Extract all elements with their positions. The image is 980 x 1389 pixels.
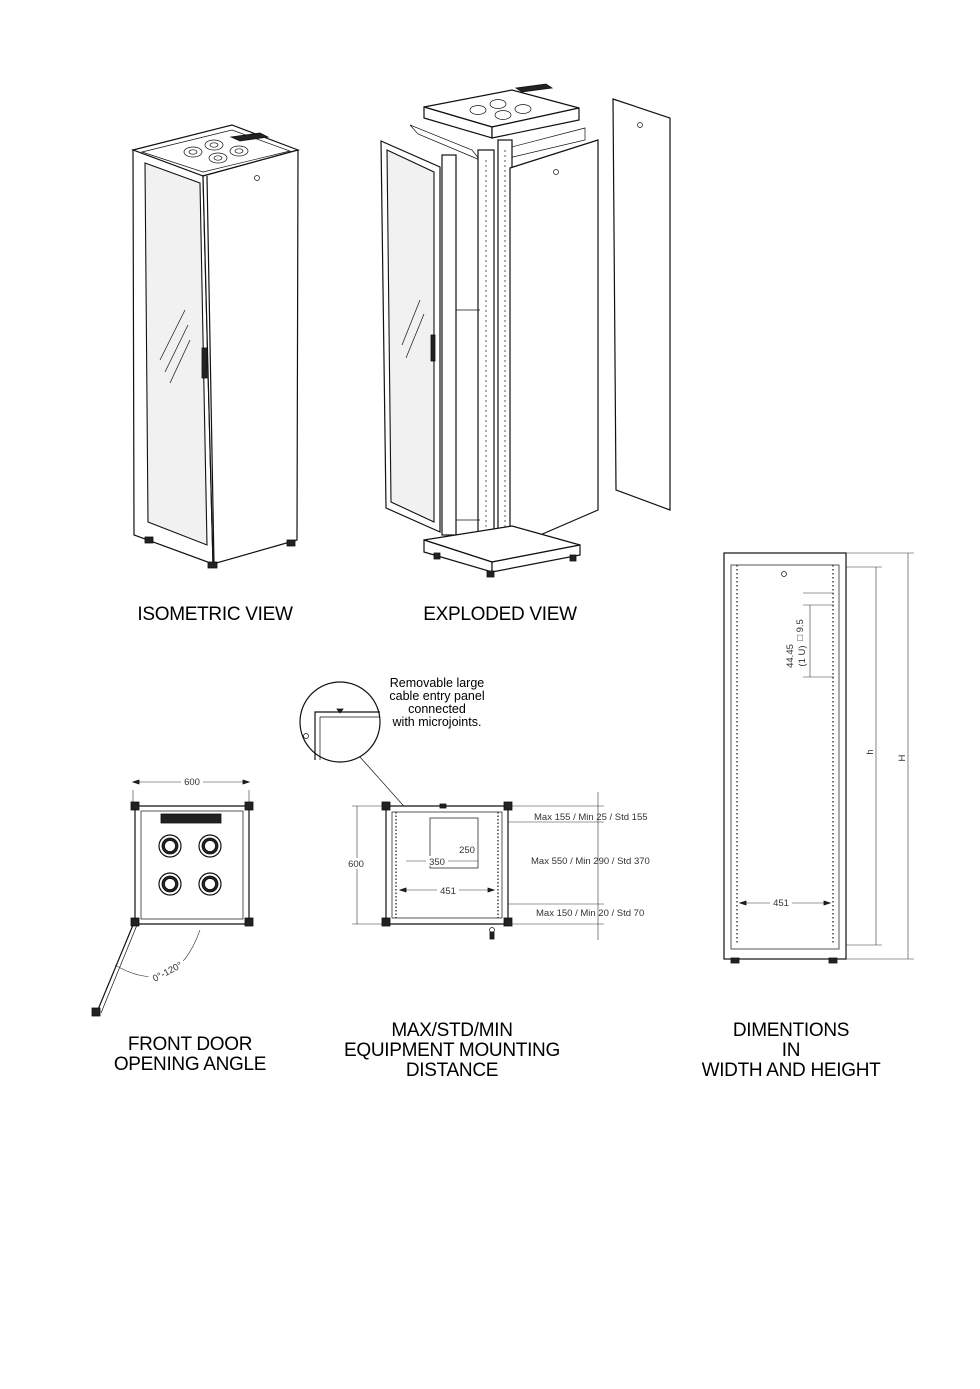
cable-entry-callout: Removable large cable entry panel connec… [299, 676, 485, 823]
unit-sub-label: (1 U) [797, 645, 808, 666]
callout-text-line3: connected [408, 702, 466, 716]
mounting-caption-line1: MAX/STD/MIN [391, 1020, 512, 1041]
unit-label: 44.45 [785, 644, 796, 668]
isometric-caption: ISOMETRIC VIEW [137, 604, 293, 625]
fan-icon [198, 834, 222, 858]
dimensions-view: □ 9.5 44.45 (1 U) 451 h H [723, 552, 914, 964]
door-handle-icon [201, 347, 208, 379]
mounting-caption-line3: DISTANCE [406, 1060, 498, 1081]
dimensions-caption-line2: IN [782, 1040, 800, 1061]
rail-width-label: 451 [440, 886, 456, 897]
fan-icon [158, 834, 182, 858]
inner-width-label: 451 [773, 898, 789, 909]
fan-icon [183, 139, 249, 164]
callout-text-line1: Removable large [390, 676, 485, 690]
front-door-caption-line1: FRONT DOOR [128, 1034, 252, 1055]
fan-icon [158, 872, 182, 896]
cutout-height-label: 250 [459, 845, 475, 856]
front-door-caption-line2: OPENING ANGLE [114, 1054, 266, 1075]
cutout-width-label: 350 [429, 857, 445, 868]
distance-rear-label: Max 150 / Min 20 / Std 70 [536, 908, 644, 919]
width-label-600: 600 [184, 777, 200, 788]
exploded-caption: EXPLODED VIEW [423, 604, 577, 625]
opening-angle-label: 0°-120° [151, 960, 185, 985]
mounting-distance-view: 600 350 250 451 Max 155 / Min 25 / Std 1… [344, 792, 650, 940]
dimensions-caption-line1: DIMENTIONS [733, 1020, 849, 1041]
hole-label: □ 9.5 [795, 619, 806, 641]
fan-icon [469, 99, 532, 120]
total-height-label: H [897, 754, 908, 761]
callout-text-line4: with microjoints. [392, 715, 482, 729]
dimensions-caption-line3: WIDTH AND HEIGHT [702, 1060, 882, 1081]
lock-icon [254, 175, 260, 181]
fan-icon [198, 872, 222, 896]
distance-middle-label: Max 550 / Min 290 / Std 370 [531, 856, 650, 867]
side-label-600: 600 [348, 859, 364, 870]
distance-front-label: Max 155 / Min 25 / Std 155 [534, 812, 648, 823]
isometric-view [130, 124, 300, 569]
callout-text-line2: cable entry panel [389, 689, 484, 703]
exploded-view [380, 83, 671, 578]
mounting-caption-line2: EQUIPMENT MOUNTING [344, 1040, 560, 1061]
inner-height-label: h [865, 749, 876, 754]
front-door-view: 600 0°-120° [91, 776, 254, 1017]
